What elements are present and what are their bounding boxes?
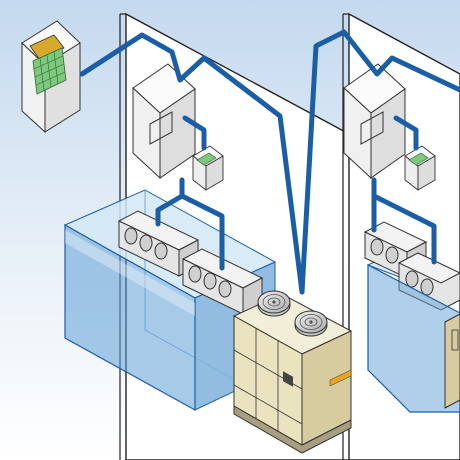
remote-controller-right — [404, 145, 436, 191]
fan-icon — [124, 227, 138, 245]
fan-icon — [188, 265, 202, 283]
fan-icon — [309, 320, 313, 324]
remote-controller — [192, 145, 224, 191]
remote-display — [196, 152, 217, 166]
fan-icon — [420, 278, 434, 296]
controller-screen — [29, 34, 65, 61]
room-tank-right-front — [367, 264, 460, 413]
central-controller — [21, 20, 81, 134]
room-tank-left-front — [64, 223, 196, 412]
pipe-through-wall — [299, 29, 460, 295]
fan-icon — [154, 242, 168, 260]
condensing-unit-right — [444, 313, 460, 409]
pipe-to-remote — [155, 177, 185, 227]
unit-stripe — [329, 369, 352, 387]
fan-guard-1 — [257, 290, 291, 317]
pipe-controller-to-wall — [79, 32, 305, 295]
pipe-right-evap — [371, 193, 437, 265]
pipe-to-evap-2 — [179, 193, 225, 271]
fan-icon — [139, 234, 153, 252]
indoor-unit-controller-right — [343, 63, 406, 180]
wiring — [79, 29, 460, 295]
condensing-unit — [232, 290, 353, 454]
pipe-right-branch — [393, 115, 419, 151]
fan-icon — [370, 238, 384, 256]
fan-icon — [272, 300, 276, 304]
fan-icon — [218, 280, 232, 298]
fan-icon — [203, 272, 217, 290]
pipe-controller-branch — [182, 115, 207, 151]
fan-icon — [385, 246, 399, 264]
fan-guard-2 — [294, 310, 328, 337]
fan-icon — [405, 270, 419, 288]
unit-label-plate — [283, 371, 293, 387]
